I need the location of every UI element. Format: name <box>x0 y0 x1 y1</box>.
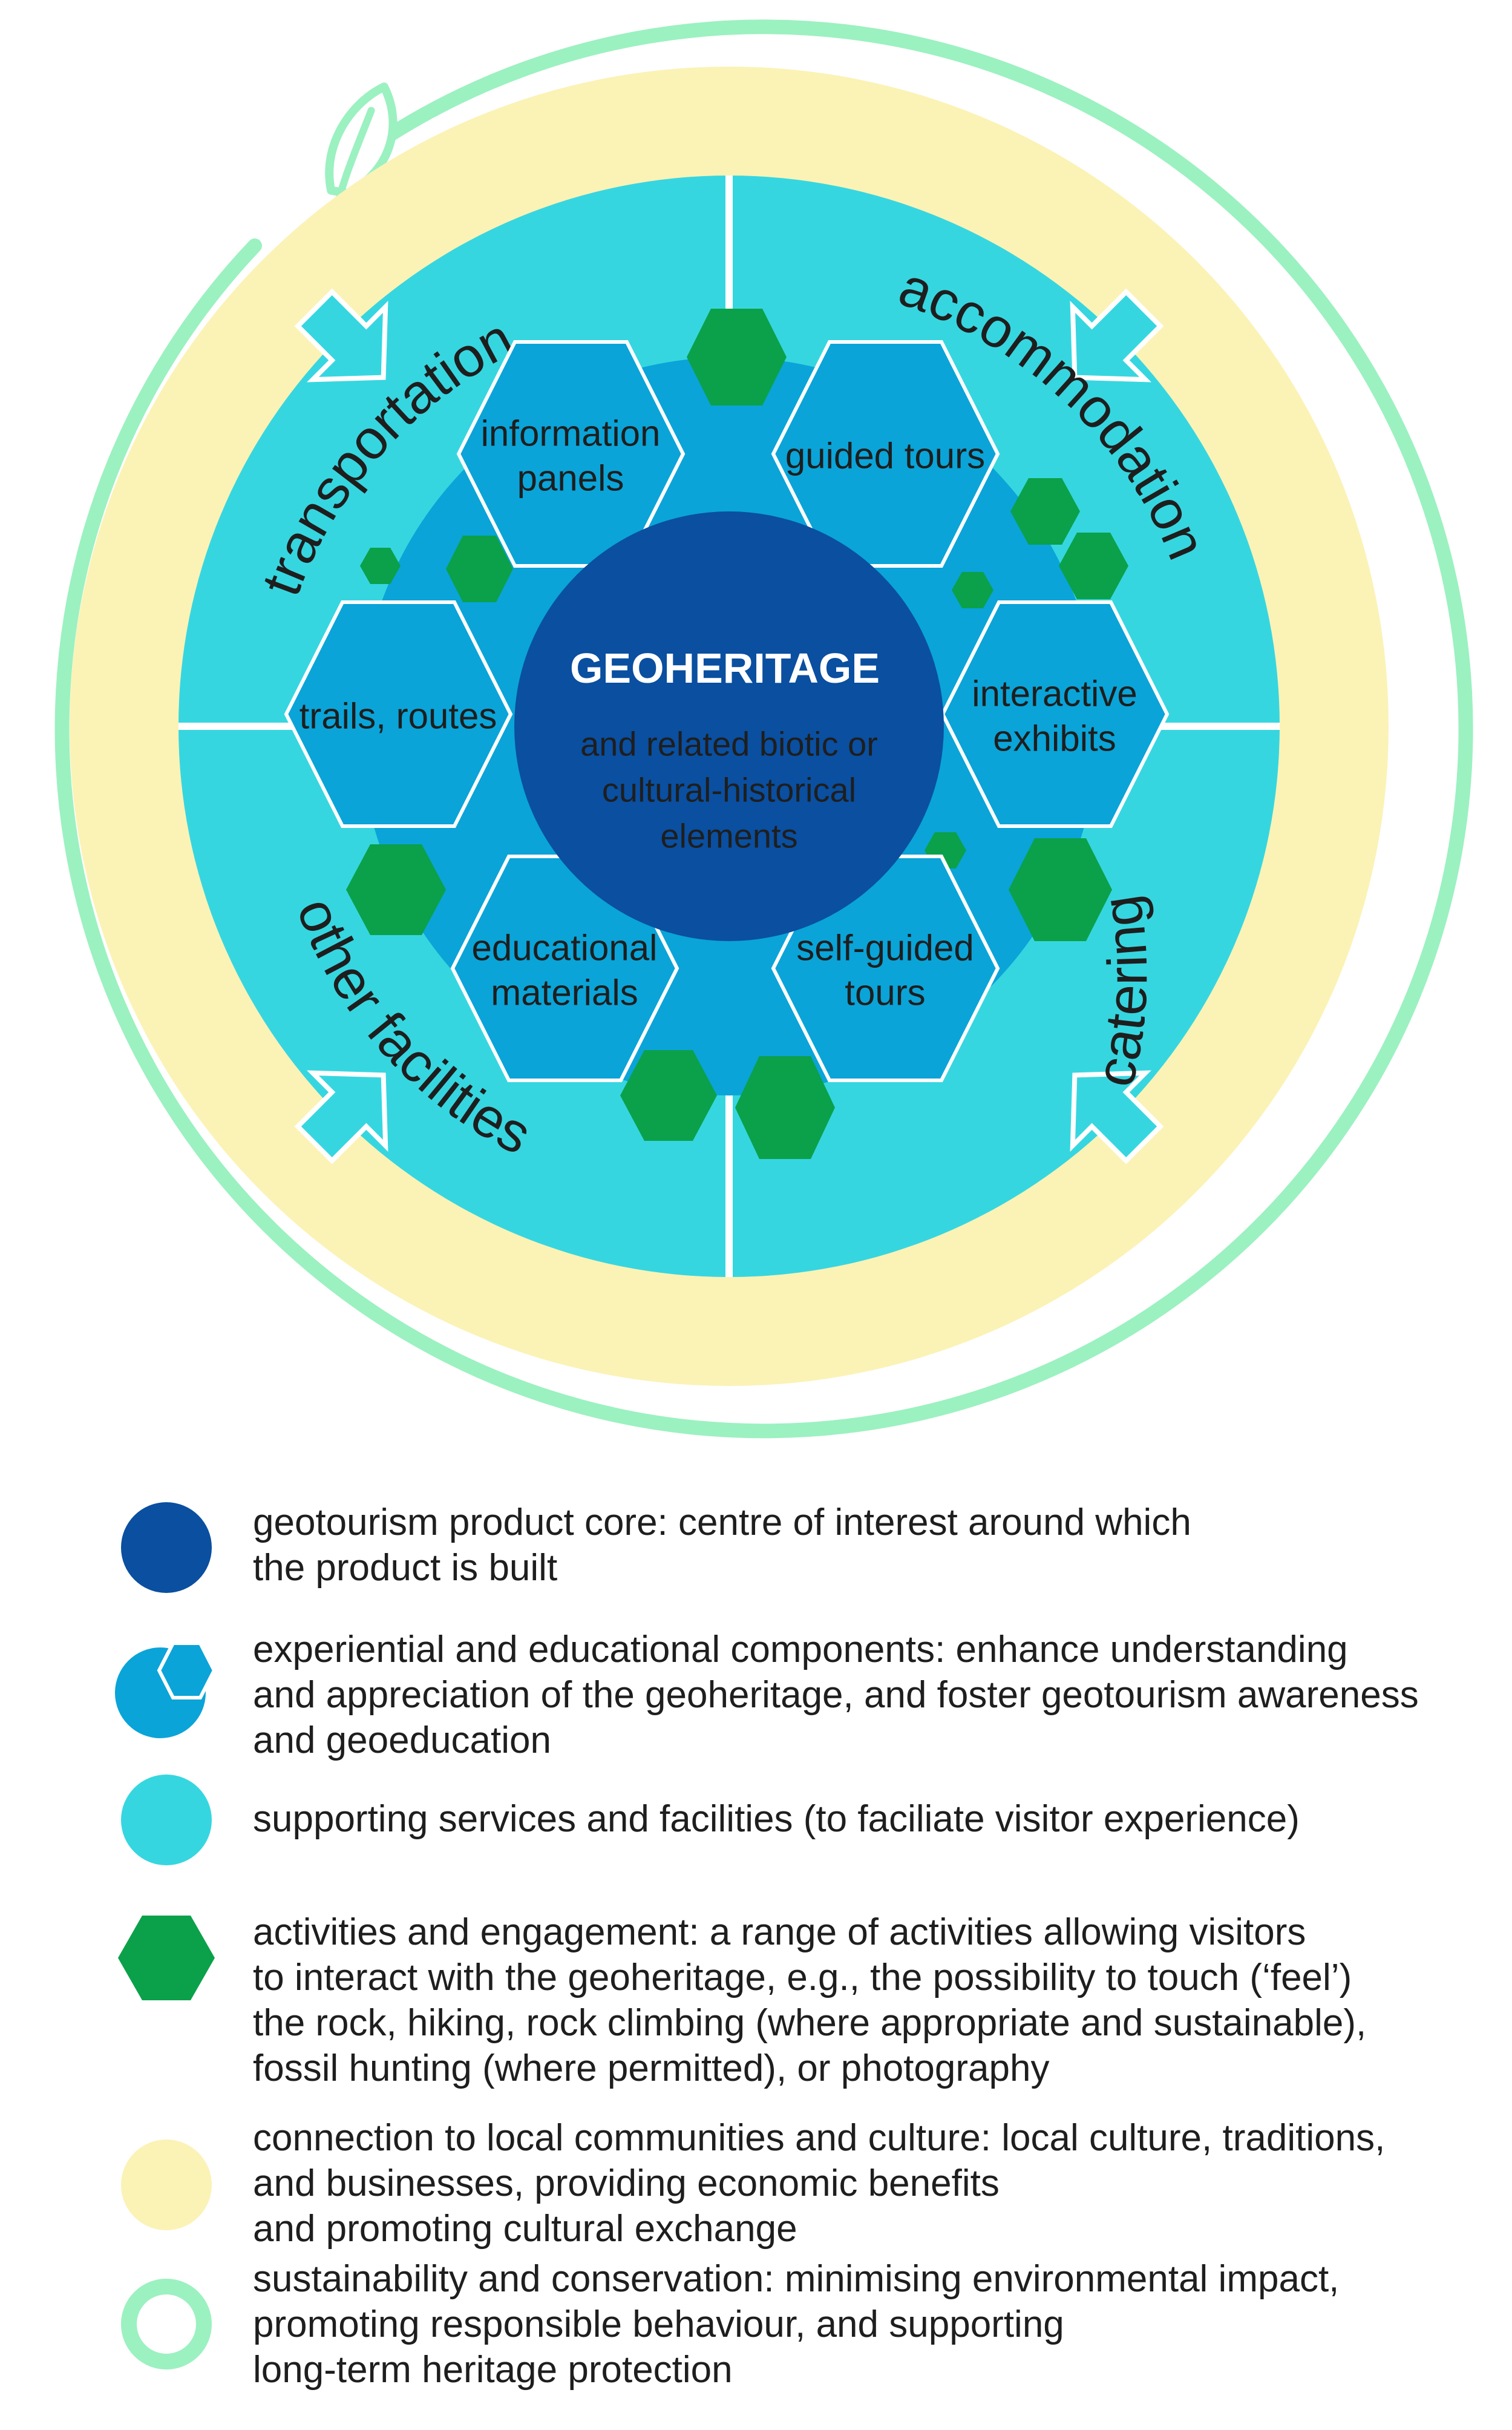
legend-icons <box>115 1502 217 2369</box>
hexagon-icon <box>1009 838 1112 941</box>
yellow-circle-icon <box>121 2139 212 2230</box>
turquoise-circle-icon <box>121 1775 212 1865</box>
core-title: GEOHERITAGE <box>570 645 880 692</box>
activity-hexagons <box>346 309 1128 1159</box>
hexagon-icon <box>1010 478 1080 545</box>
component-label: guided tours <box>785 436 985 476</box>
circle-hexagon-icon <box>115 1641 217 1738</box>
component-label: trails, routes <box>299 696 497 737</box>
hexagon-icon <box>735 1056 835 1159</box>
green-hexagon-icon <box>118 1916 215 2000</box>
hexagon-icon <box>446 536 513 602</box>
hexagon-icon <box>952 572 993 608</box>
core-circle <box>514 511 944 941</box>
inward-arrow-icon <box>1070 288 1164 383</box>
green-ring-icon <box>121 2279 212 2369</box>
hexagon-icon <box>620 1050 717 1141</box>
dark-circle-icon <box>121 1502 212 1593</box>
component-trails-routes <box>284 600 513 828</box>
inward-arrow-icon <box>1070 1070 1164 1164</box>
hexagon-icon <box>346 844 446 935</box>
hexagon-icon <box>360 548 401 584</box>
inward-arrow-icon <box>294 1070 388 1164</box>
sustainability-ring <box>54 19 1473 1439</box>
component-hexagons <box>284 340 1170 1082</box>
component-guided-tours <box>771 340 1000 568</box>
inward-arrow-icon <box>294 288 388 383</box>
hexagon-icon <box>687 309 787 406</box>
hexagon-icon <box>1059 533 1128 599</box>
